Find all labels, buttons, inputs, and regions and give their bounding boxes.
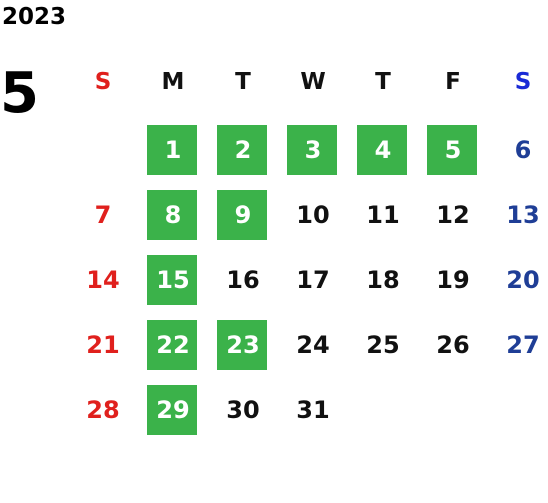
weekday-wed: W <box>300 68 326 95</box>
day-number: 18 <box>366 266 400 294</box>
year-label: 2023 <box>2 4 67 30</box>
day-number: 23 <box>226 331 260 359</box>
day-number: 13 <box>506 201 540 229</box>
day-number: 30 <box>226 396 260 424</box>
weekday-mon: M <box>161 68 185 95</box>
day-number: 19 <box>436 266 470 294</box>
day-cell: 22 <box>138 320 208 370</box>
day-number: 7 <box>94 201 112 229</box>
day-number: 10 <box>296 201 330 229</box>
day-number: 16 <box>226 266 260 294</box>
day-cell: 6 <box>488 125 548 175</box>
day-cell: 12 <box>418 190 488 240</box>
day-cell: 2 <box>208 125 278 175</box>
day-number: 12 <box>436 201 470 229</box>
weekday-fri: F <box>445 68 461 95</box>
day-cell: 10 <box>278 190 348 240</box>
day-cell: 19 <box>418 255 488 305</box>
day-cell: 5 <box>418 125 488 175</box>
day-cell: 21 <box>68 320 138 370</box>
day-number: 9 <box>234 201 252 229</box>
day-number: 3 <box>304 136 322 164</box>
day-cell: 4 <box>348 125 418 175</box>
day-cell: 1 <box>138 125 208 175</box>
weekday-thu: T <box>375 68 391 95</box>
day-cell: 9 <box>208 190 278 240</box>
day-cell: 20 <box>488 255 548 305</box>
day-cell: 24 <box>278 320 348 370</box>
day-cell: 29 <box>138 385 208 435</box>
day-number: 2 <box>234 136 252 164</box>
day-cell: 15 <box>138 255 208 305</box>
day-number: 21 <box>86 331 120 359</box>
day-cell: 17 <box>278 255 348 305</box>
day-cell: 26 <box>418 320 488 370</box>
day-cell: 28 <box>68 385 138 435</box>
day-cell: 31 <box>278 385 348 435</box>
day-number: 29 <box>156 396 190 424</box>
day-number: 5 <box>444 136 462 164</box>
day-number: 8 <box>164 201 182 229</box>
day-number: 6 <box>514 136 532 164</box>
day-cell: 11 <box>348 190 418 240</box>
day-number: 15 <box>156 266 190 294</box>
day-number: 1 <box>164 136 182 164</box>
day-cell: 25 <box>348 320 418 370</box>
week-row: 1 2 3 4 5 6 <box>68 125 548 190</box>
weekday-header-row: S M T W T F S <box>68 60 548 103</box>
weekday-sun: S <box>94 68 112 95</box>
day-number: 20 <box>506 266 540 294</box>
weekday-tue: T <box>235 68 251 95</box>
day-cell: 13 <box>488 190 548 240</box>
day-number: 17 <box>296 266 330 294</box>
day-number: 31 <box>296 396 330 424</box>
day-cell: 3 <box>278 125 348 175</box>
day-number: 14 <box>86 266 120 294</box>
day-number: 11 <box>366 201 400 229</box>
day-cell: 27 <box>488 320 548 370</box>
week-row: 28 29 30 31 <box>68 385 548 450</box>
week-row: 14 15 16 17 18 19 20 <box>68 255 548 320</box>
day-number: 22 <box>156 331 190 359</box>
day-number: 24 <box>296 331 330 359</box>
day-cell: 7 <box>68 190 138 240</box>
day-number: 28 <box>86 396 120 424</box>
day-cell: 14 <box>68 255 138 305</box>
day-number: 4 <box>374 136 392 164</box>
week-row: 21 22 23 24 25 26 27 <box>68 320 548 385</box>
month-number: 5 <box>0 61 39 126</box>
weekday-sat: S <box>514 68 532 95</box>
week-row: 7 8 9 10 11 12 13 <box>68 190 548 255</box>
day-number: 27 <box>506 331 540 359</box>
day-cell: 30 <box>208 385 278 435</box>
day-number: 25 <box>366 331 400 359</box>
day-cell: 16 <box>208 255 278 305</box>
day-number: 26 <box>436 331 470 359</box>
day-cell: 23 <box>208 320 278 370</box>
day-cell: 8 <box>138 190 208 240</box>
day-cell: 18 <box>348 255 418 305</box>
